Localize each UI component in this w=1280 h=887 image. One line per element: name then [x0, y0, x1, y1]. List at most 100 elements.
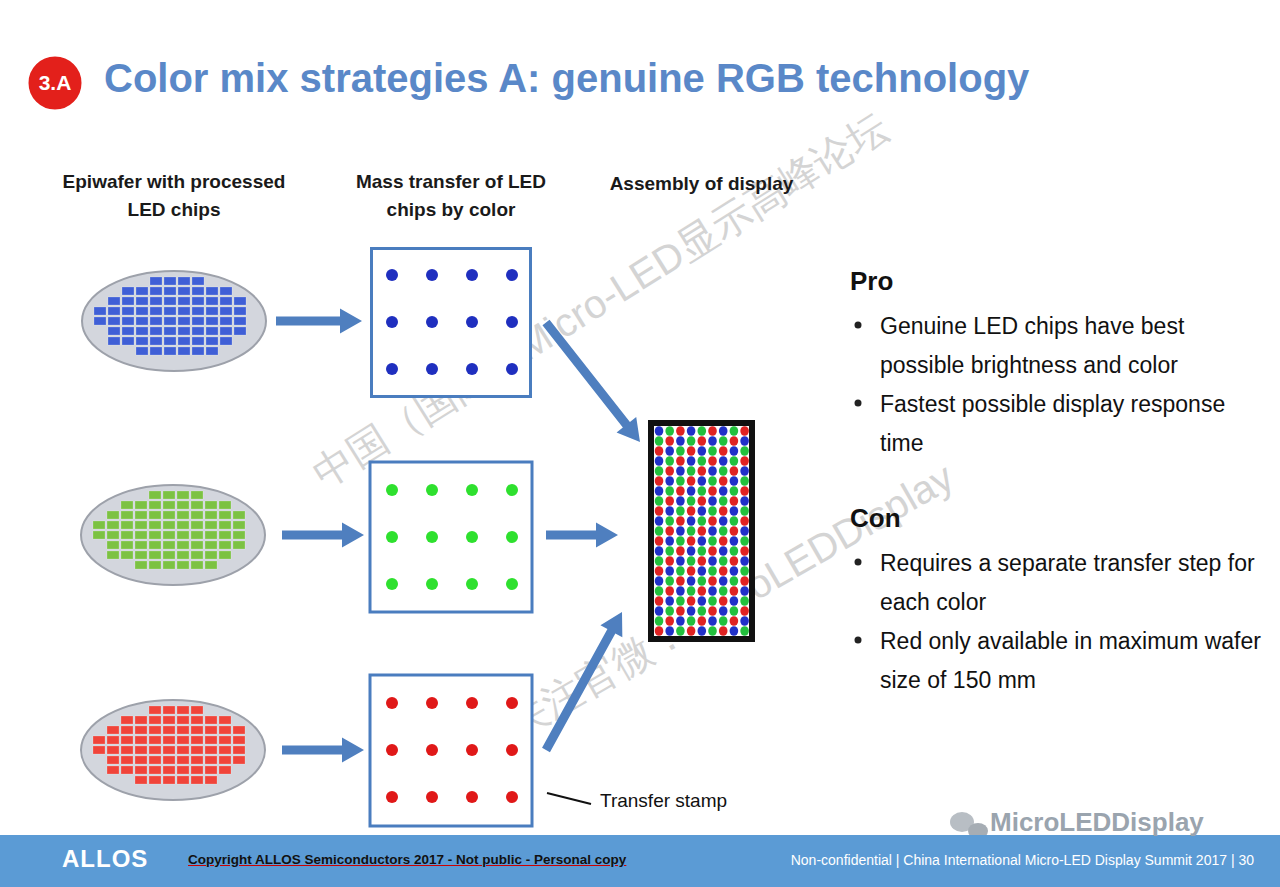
rgb-pixel — [665, 516, 674, 526]
led-chip — [192, 317, 204, 325]
rgb-pixel — [676, 606, 685, 616]
led-chip — [149, 501, 161, 509]
flow-arrow — [282, 523, 364, 548]
rgb-pixel — [740, 616, 749, 626]
rgb-pixel — [687, 556, 696, 566]
led-chip — [191, 776, 203, 784]
rgb-pixel — [730, 426, 739, 436]
led-chip — [122, 287, 134, 295]
led-chip — [177, 766, 189, 774]
led-chip — [136, 347, 148, 355]
led-chip — [205, 531, 217, 539]
led-chip — [206, 317, 218, 325]
led-chip — [122, 317, 134, 325]
slide-title: Color mix strategies A: genuine RGB tech… — [104, 56, 1029, 101]
led-chip — [178, 337, 190, 345]
rgb-pixel — [740, 436, 749, 446]
rgb-pixel — [730, 566, 739, 576]
rgb-pixel — [687, 466, 696, 476]
node-shape — [654, 426, 749, 636]
wafer-disc — [82, 271, 266, 371]
rgb-pixel — [719, 486, 728, 496]
led-chip — [107, 746, 119, 754]
rgb-pixel — [687, 526, 696, 536]
led-chip — [108, 297, 120, 305]
led-chip-dot — [386, 744, 398, 756]
rgb-pixel — [687, 446, 696, 456]
rgb-pixel — [687, 516, 696, 526]
led-chip — [107, 551, 119, 559]
rgb-pixel — [730, 536, 739, 546]
rgb-pixel — [698, 536, 707, 546]
rgb-pixel — [676, 576, 685, 586]
led-chip — [94, 317, 106, 325]
rgb-pixel — [687, 616, 696, 626]
rgb-pixel — [730, 526, 739, 536]
led-chip — [135, 561, 147, 569]
rgb-pixel — [687, 486, 696, 496]
rgb-pixel — [708, 556, 717, 566]
led-chip — [219, 501, 231, 509]
led-chip-dot — [386, 484, 398, 496]
rgb-pixel — [698, 586, 707, 596]
led-chip — [135, 736, 147, 744]
rgb-pixel — [665, 576, 674, 586]
rgb-pixel — [655, 566, 664, 576]
rgb-pixel — [655, 596, 664, 606]
led-chip — [135, 716, 147, 724]
bullet — [855, 637, 862, 644]
led-chip — [191, 521, 203, 529]
rgb-pixel — [708, 566, 717, 576]
led-chip — [149, 706, 161, 714]
rgb-pixel — [730, 486, 739, 496]
led-chip — [177, 716, 189, 724]
section-number: 3.A — [39, 71, 72, 95]
pro-point: Genuine LED chips have best possible bri… — [880, 307, 1265, 385]
pro-point: Fastest possible display response time — [880, 385, 1265, 463]
rgb-pixel — [665, 476, 674, 486]
footer-note: Non-confidential | China International M… — [791, 852, 1254, 868]
led-chip — [177, 501, 189, 509]
led-chip — [135, 726, 147, 734]
rgb-pixel — [708, 606, 717, 616]
rgb-pixel — [719, 616, 728, 626]
led-chip — [121, 716, 133, 724]
led-chip-dot — [506, 531, 518, 543]
rgb-pixel — [719, 446, 728, 456]
rgb-pixel — [730, 436, 739, 446]
rgb-pixel — [708, 486, 717, 496]
rgb-pixel — [698, 436, 707, 446]
led-chip — [136, 287, 148, 295]
led-chip — [205, 716, 217, 724]
led-chip-dot — [466, 531, 478, 543]
rgb-pixel — [708, 506, 717, 516]
led-chip — [177, 756, 189, 764]
led-chip — [135, 746, 147, 754]
led-chip — [107, 736, 119, 744]
led-chip — [177, 541, 189, 549]
led-chip — [150, 287, 162, 295]
copyright-note: Copyright ALLOS Semiconductors 2017 - No… — [188, 852, 626, 867]
led-chip — [164, 327, 176, 335]
rgb-pixel — [676, 616, 685, 626]
rgb-pixel — [740, 486, 749, 496]
rgb-pixel — [655, 546, 664, 556]
rgb-pixel — [730, 576, 739, 586]
rgb-pixel — [730, 606, 739, 616]
led-chip — [149, 766, 161, 774]
led-chip — [205, 756, 217, 764]
rgb-pixel — [687, 576, 696, 586]
rgb-pixel — [687, 606, 696, 616]
led-chip — [219, 531, 231, 539]
epiwafers — [81, 485, 265, 800]
rgb-pixel — [740, 546, 749, 556]
rgb-pixel — [665, 546, 674, 556]
rgb-pixel — [719, 466, 728, 476]
led-chip — [191, 541, 203, 549]
led-chip — [191, 561, 203, 569]
led-chip — [233, 736, 245, 744]
column-heading: Assembly of display — [603, 170, 800, 198]
led-chip — [220, 317, 232, 325]
led-chip — [163, 491, 175, 499]
rgb-pixel — [676, 426, 685, 436]
